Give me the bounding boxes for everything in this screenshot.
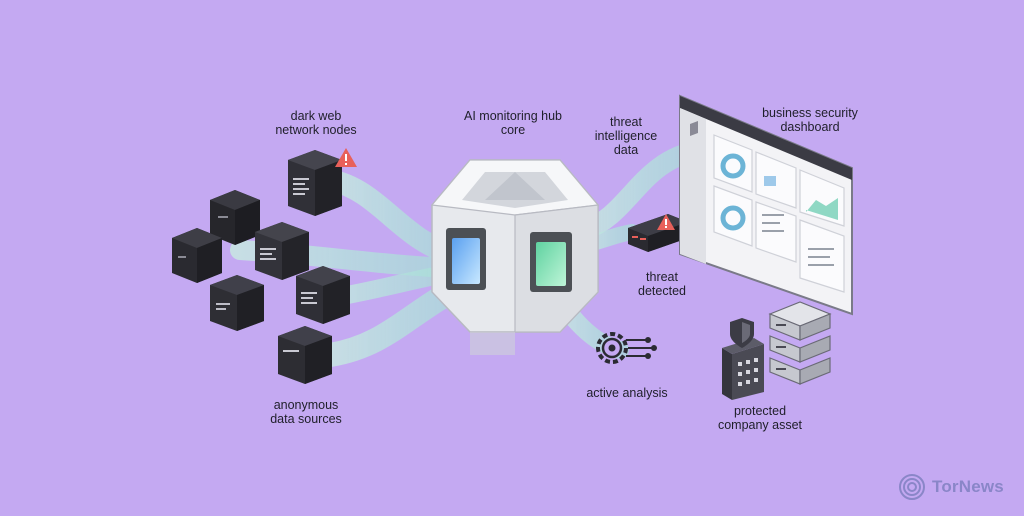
business-security-dashboard — [679, 94, 853, 316]
donut-chart — [720, 153, 746, 179]
label-dashboard: business security dashboard — [762, 106, 858, 134]
server-node-dark-web — [288, 150, 342, 216]
server-node — [210, 190, 260, 245]
protected-company-building — [722, 338, 764, 400]
alert-triangle-icon — [335, 148, 357, 167]
server-node-group — [172, 150, 350, 384]
label-ai-hub: AI monitoring hub core — [464, 109, 562, 137]
area-chart — [806, 198, 838, 220]
label-dark-web-nodes: dark web network nodes — [275, 109, 357, 137]
server-node — [296, 266, 350, 324]
server-node — [255, 222, 309, 280]
server-node — [210, 275, 264, 331]
server-rack-stack — [768, 301, 832, 385]
shield-icon — [690, 121, 698, 136]
shield-icon — [730, 318, 754, 348]
ai-monitoring-hub — [430, 159, 600, 355]
label-threat-detected: threat detected — [638, 270, 686, 298]
gear-analysis-icon — [596, 332, 657, 364]
threat-detected-device — [628, 214, 688, 252]
donut-chart — [720, 205, 746, 231]
label-protected-asset: protected company asset — [717, 404, 803, 432]
server-node-anonymous — [278, 326, 332, 384]
brand-name: TorNews — [932, 477, 1004, 496]
server-node — [172, 228, 222, 283]
label-active-analysis: active analysis — [586, 386, 668, 400]
brand-watermark: TorNews — [898, 472, 1004, 502]
threat-alert-icon — [657, 214, 675, 230]
label-threat-intel: threat intelligence data — [594, 115, 658, 157]
tornews-logo-icon — [899, 474, 925, 500]
label-anonymous-sources: anonymous data sources — [270, 398, 342, 426]
